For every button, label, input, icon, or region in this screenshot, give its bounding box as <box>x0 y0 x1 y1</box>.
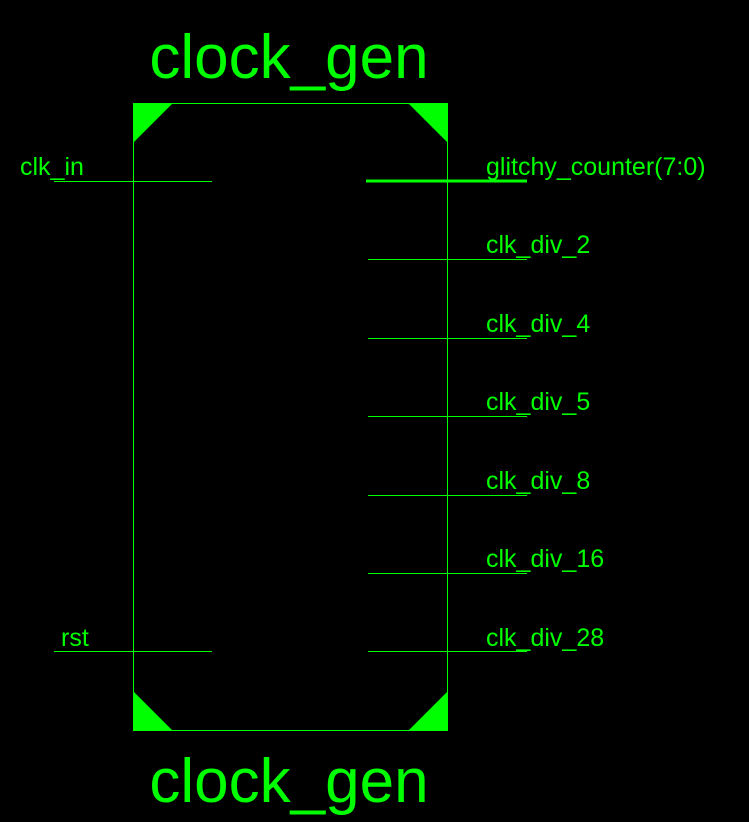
pin-label-clk-div-5: clk_div_5 <box>486 388 590 416</box>
pin-label-rst: rst <box>61 624 89 652</box>
pin-label-clk-in: clk_in <box>20 153 84 181</box>
pin-label-clk-div-16: clk_div_16 <box>486 545 604 573</box>
pin-label-clk-div-2: clk_div_2 <box>486 231 590 259</box>
corner-marker-top-right <box>408 103 448 143</box>
pin-label-clk-div-4: clk_div_4 <box>486 310 590 338</box>
pin-label-clk-div-28: clk_div_28 <box>486 624 604 652</box>
corner-marker-bottom-left <box>133 691 173 731</box>
pin-label-glitchy-counter: glitchy_counter(7:0) <box>486 153 706 181</box>
block-title-top: clock_gen <box>149 23 428 92</box>
corner-marker-bottom-right <box>408 691 448 731</box>
pin-label-clk-div-8: clk_div_8 <box>486 467 590 495</box>
corner-marker-top-left <box>133 103 173 143</box>
block-title-bottom: clock_gen <box>149 747 428 816</box>
